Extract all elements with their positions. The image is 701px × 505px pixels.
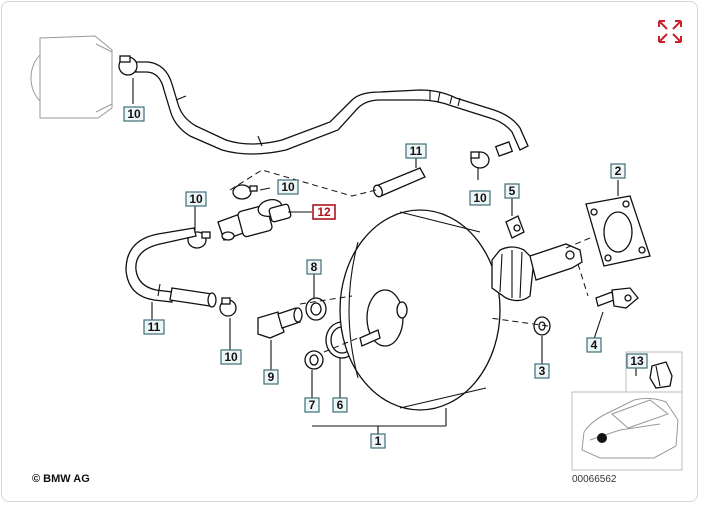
label-10-right[interactable]: 10	[469, 190, 491, 206]
label-11-top-text: 11	[410, 144, 423, 158]
label-3-text: 3	[539, 364, 546, 378]
label-1-text: 1	[375, 434, 382, 448]
brake-booster-1	[339, 209, 583, 411]
label-10-top-left-box	[123, 106, 145, 122]
label-10-right-text: 10	[473, 191, 487, 205]
label-8[interactable]: 8	[306, 259, 322, 275]
label-1[interactable]: 1	[370, 433, 386, 449]
label-3-box	[534, 363, 550, 379]
label-11-left-box	[143, 319, 165, 335]
label-1-box	[370, 433, 386, 449]
label-13-text: 13	[630, 354, 644, 368]
label-3[interactable]: 3	[534, 363, 550, 379]
expand-arrows-icon[interactable]	[658, 20, 682, 43]
label-6[interactable]: 6	[332, 397, 348, 413]
label-12-text: 12	[317, 205, 331, 219]
label-10-top-left[interactable]: 10	[123, 106, 145, 122]
label-10-bottom-box	[220, 349, 242, 365]
label-2[interactable]: 2	[610, 163, 626, 179]
label-8-box	[306, 259, 322, 275]
nut-3	[533, 316, 551, 336]
label-10-mid-box	[277, 179, 299, 195]
label-4-box	[586, 337, 602, 353]
hose-clamp-top-left	[118, 55, 138, 76]
hose-clamp-bottom	[219, 297, 237, 317]
label-4[interactable]: 4	[586, 337, 602, 353]
label-8-text: 8	[311, 260, 318, 274]
label-10-left[interactable]: 10	[185, 191, 207, 207]
label-2-text: 2	[615, 164, 622, 178]
label-4-text: 4	[591, 338, 598, 352]
label-5[interactable]: 5	[504, 183, 520, 199]
copyright-text: © BMW AG	[32, 473, 90, 485]
label-6-box	[332, 397, 348, 413]
label-2-box	[610, 163, 626, 179]
label-10-bottom[interactable]: 10	[220, 349, 242, 365]
grommet-7	[304, 350, 324, 370]
label-10-left-text: 10	[189, 192, 203, 206]
label-12[interactable]: 12	[312, 204, 336, 220]
label-5-box	[504, 183, 520, 199]
label-11-left[interactable]: 11	[143, 319, 165, 335]
label-10-right-box	[469, 190, 491, 206]
label-11-left-text: 11	[148, 320, 161, 334]
grommet-13	[649, 361, 673, 389]
label-10-mid-text: 10	[281, 180, 295, 194]
label-11-top-box	[405, 143, 427, 159]
hose-straight-11-top	[373, 167, 426, 198]
bolt-4	[595, 287, 639, 309]
vacuum-hose-top	[125, 61, 529, 157]
hose-clamp-right	[470, 151, 490, 169]
figure-number: 00066562	[572, 474, 617, 485]
label-10-bottom-text: 10	[224, 350, 238, 364]
vacuum-pump-ghost	[30, 35, 113, 119]
bracket-5	[505, 215, 525, 239]
grommet-8	[305, 297, 327, 321]
label-9-box	[263, 369, 279, 385]
leader-lines	[132, 78, 637, 436]
label-7-box	[304, 397, 320, 413]
check-valve-12	[217, 199, 292, 241]
hose-clamp-mid	[232, 184, 258, 200]
label-6-text: 6	[337, 398, 344, 412]
elbow-connector-9	[257, 307, 303, 339]
hose-curved-11-left	[125, 227, 217, 308]
label-13[interactable]: 13	[626, 353, 648, 369]
label-9[interactable]: 9	[263, 369, 279, 385]
vehicle-locator-inset	[571, 351, 683, 471]
label-11-top[interactable]: 11	[405, 143, 427, 159]
label-7-text: 7	[309, 398, 316, 412]
label-5-text: 5	[509, 184, 516, 198]
label-13-box	[626, 353, 648, 369]
label-9-text: 9	[268, 370, 275, 384]
label-10-left-box	[185, 191, 207, 207]
label-10-top-left-text: 10	[127, 107, 141, 121]
label-10-mid[interactable]: 10	[277, 179, 299, 195]
gasket-2	[585, 195, 651, 267]
label-7[interactable]: 7	[304, 397, 320, 413]
label-12-box	[312, 204, 336, 220]
